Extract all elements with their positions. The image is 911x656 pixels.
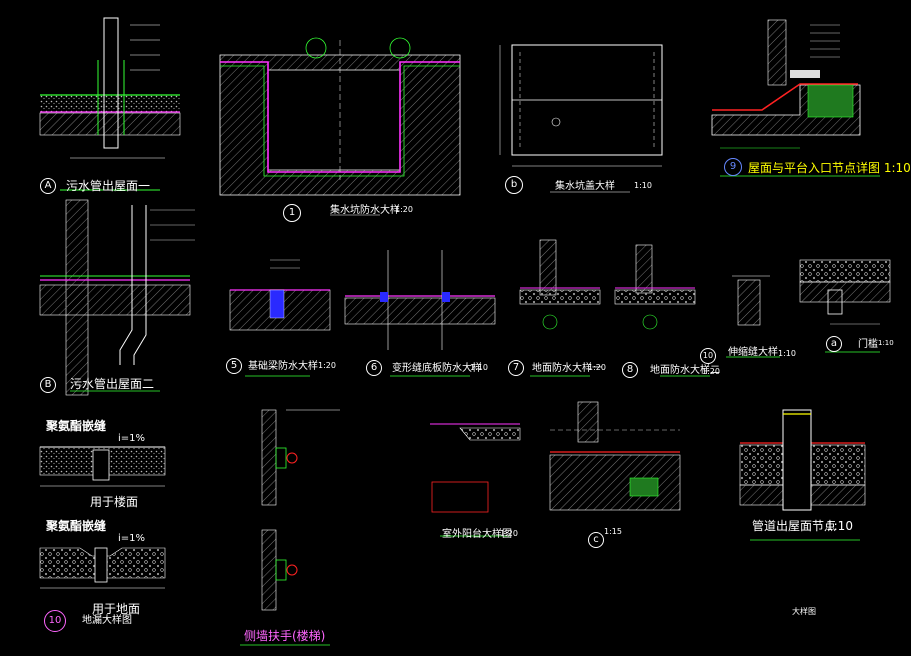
detail-5-marker: 5 — [226, 358, 242, 374]
detail-7-title: 地面防水大样一 — [532, 363, 602, 374]
detail-8-drawing — [614, 244, 710, 377]
detail-6-drawing — [344, 250, 496, 377]
joint-2-drawing — [39, 547, 166, 589]
sheet-corner-note: 大样图 — [792, 607, 816, 616]
detail-5-scale: 1:20 — [318, 361, 336, 370]
joint-1-caption: 用于楼面 — [90, 495, 139, 509]
detail-1-title: 集水坑防水大样 — [330, 205, 400, 216]
detail-c-scale: 1:15 — [604, 527, 622, 536]
pipe-node-drawing — [739, 409, 866, 541]
detail-7-drawing — [519, 239, 601, 377]
detail-a2-marker: a — [826, 336, 842, 352]
joint-1-drawing — [39, 446, 166, 487]
pipe-node-scale: 1:10 — [826, 519, 853, 533]
pipe-node-title: 管道出屋面节点 — [752, 519, 837, 533]
detail-a2-title: 门槛 — [858, 339, 878, 350]
joint-2-title: 聚氨酯嵌缝 — [46, 519, 107, 533]
detail-a-marker: A — [40, 178, 56, 194]
detail-1-drawing — [219, 37, 461, 216]
detail-1-scale: 1:20 — [395, 205, 413, 214]
balcony-scale: 1:20 — [500, 529, 518, 538]
detail-10a-scale: 1:10 — [778, 349, 796, 358]
balcony-title: 室外阳台大样图 — [442, 529, 512, 540]
detail-7-scale: 1:20 — [588, 363, 606, 372]
detail-5-drawing — [229, 259, 331, 377]
detail-8-marker: 8 — [622, 362, 638, 378]
joint-1-title: 聚氨酯嵌缝 — [46, 419, 107, 433]
detail-10b-marker: 10 — [44, 610, 66, 632]
detail-10a-drawing — [726, 275, 780, 358]
balcony-drawing — [430, 423, 521, 537]
detail-c-marker: c — [588, 532, 604, 548]
detail-9-drawing — [711, 19, 880, 177]
detail-b-title: 集水坑盖大样 — [555, 181, 615, 192]
detail-b-drawing — [499, 44, 663, 193]
detail-a2-scale: 1:10 — [878, 339, 894, 347]
detail-7-marker: 7 — [508, 360, 524, 376]
detail-5-title: 基础梁防水大样 — [248, 361, 318, 372]
detail-b-marker: b — [505, 176, 523, 194]
detail-6-title: 变形缝底板防水大样 — [392, 363, 482, 374]
detail-b2-title: 污水管出屋面二 — [70, 377, 155, 391]
detail-6-marker: 6 — [366, 360, 382, 376]
detail-a2-drawing — [799, 259, 891, 353]
detail-10a-marker: 10 — [700, 348, 716, 364]
detail-c-drawing — [549, 401, 681, 511]
detail-b2-drawing — [39, 199, 195, 396]
detail-b2-marker: B — [40, 377, 56, 393]
detail-9-marker: 9 — [724, 158, 742, 176]
detail-10a-title: 伸缩缝大样 — [728, 347, 778, 358]
joint-2-caption: 用于地面 — [92, 602, 141, 616]
detail-9-title: 屋面与平台入口节点详图 1:10 — [748, 161, 911, 175]
handrail-title: 侧墙扶手(楼梯) — [244, 629, 326, 643]
detail-8-title: 地面防水大样二 — [650, 365, 720, 376]
handrail-drawing — [240, 409, 340, 646]
detail-6-scale: 1:10 — [470, 363, 488, 372]
detail-1-marker: 1 — [283, 204, 301, 222]
joint-2-slope: i=1% — [118, 533, 146, 544]
detail-b-scale: 1:10 — [634, 181, 652, 190]
detail-10b-title: 地漏大样图 — [82, 615, 132, 626]
detail-a-title: 污水管出屋面一 — [66, 179, 151, 193]
joint-1-slope: i=1% — [118, 433, 146, 444]
detail-8-scale: 1:20 — [702, 367, 720, 376]
detail-a-drawing — [39, 17, 181, 191]
